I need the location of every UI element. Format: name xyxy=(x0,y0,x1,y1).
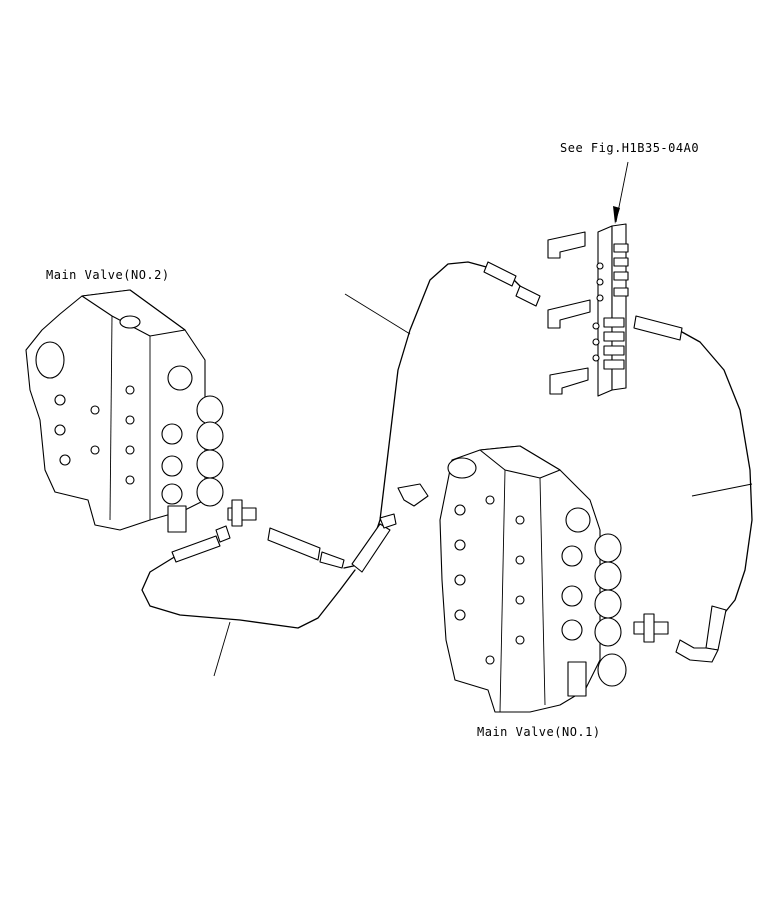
main-valve-2 xyxy=(25,289,224,533)
valve-1-spools xyxy=(561,507,627,687)
hose-right xyxy=(633,315,753,663)
tee-fitting-left xyxy=(227,499,257,527)
manifold-fittings xyxy=(592,243,629,370)
valve-2-ports xyxy=(54,385,135,485)
main-valve-1-label: Main Valve(NO.1) xyxy=(477,725,601,739)
manifold-bracket xyxy=(547,223,629,397)
tee-fitting-right xyxy=(633,613,669,643)
main-valve-1 xyxy=(439,445,627,713)
leader-lines xyxy=(213,293,753,677)
valve-2-spools xyxy=(161,365,224,507)
see-figure-reference-label: See Fig.H1B35-04A0 xyxy=(560,141,700,155)
hose-bottom xyxy=(141,513,397,629)
reference-arrow xyxy=(613,161,629,224)
main-valve-2-label: Main Valve(NO.2) xyxy=(46,268,170,282)
valve-1-ports xyxy=(454,495,525,665)
elbow-fitting-center xyxy=(397,483,429,507)
